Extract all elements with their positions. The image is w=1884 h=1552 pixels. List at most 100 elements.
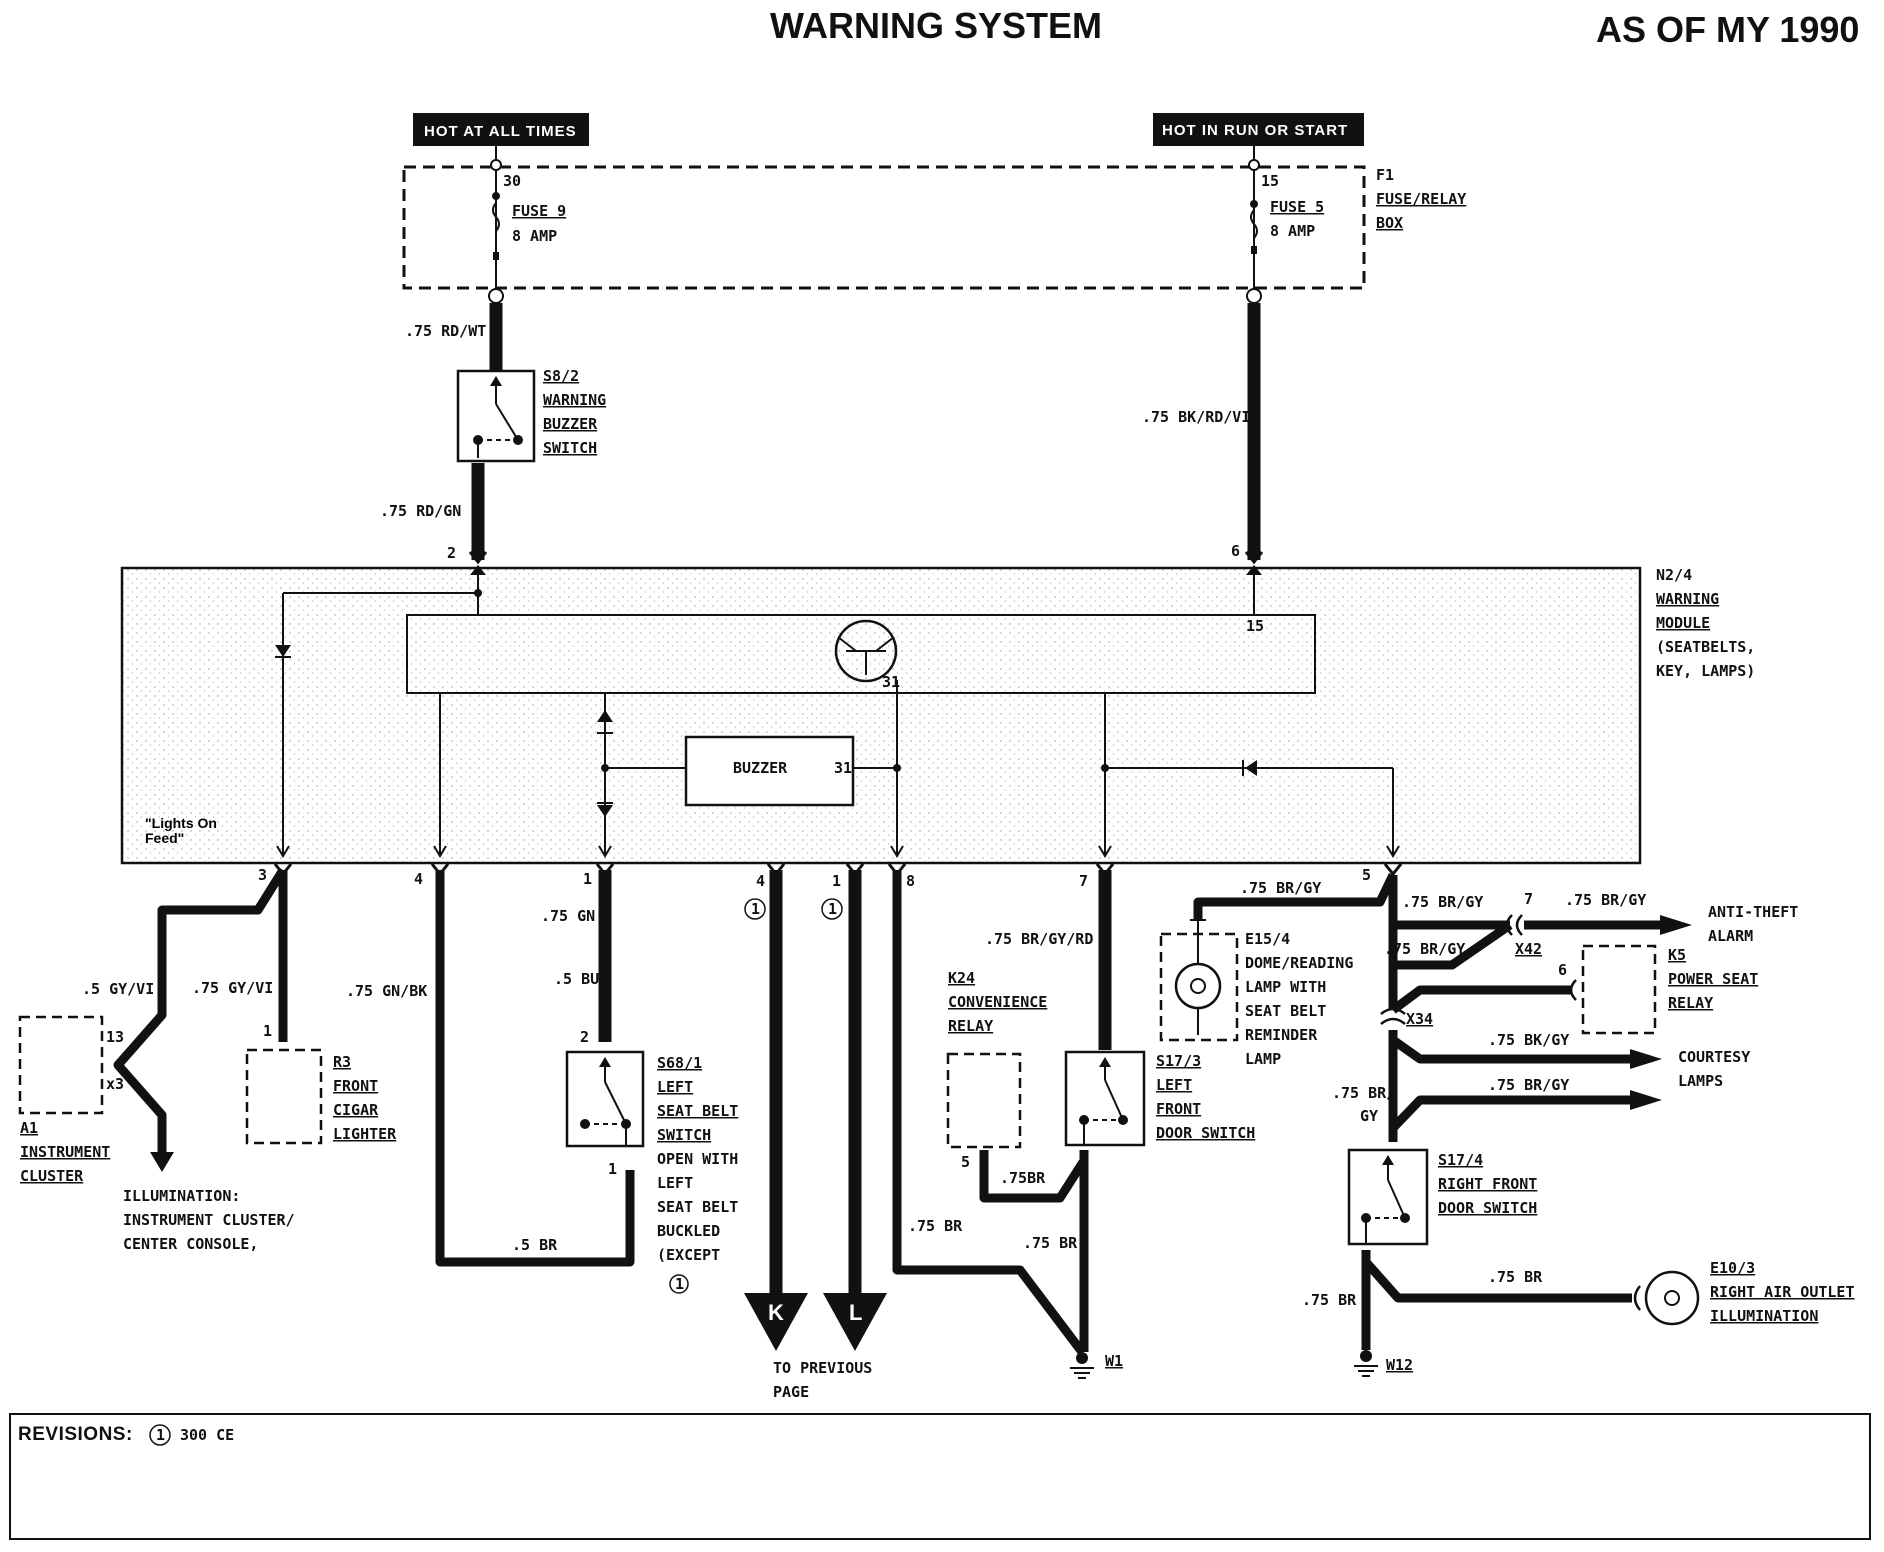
svg-text:ALARM: ALARM [1708, 927, 1753, 945]
svg-text:DOOR SWITCH: DOOR SWITCH [1438, 1199, 1537, 1217]
svg-text:DOME/READING: DOME/READING [1245, 954, 1353, 972]
svg-text:WARNING: WARNING [543, 391, 606, 409]
w12-label: W12 [1386, 1356, 1413, 1374]
wire-br-gy-split-label: .75 BR/ GY [1332, 1084, 1395, 1125]
pin-3-label: 3 [258, 866, 267, 884]
svg-text:LAMPS: LAMPS [1678, 1072, 1723, 1090]
svg-text:ILLUMINATION:: ILLUMINATION: [123, 1187, 240, 1205]
svg-text:LAMP: LAMP [1245, 1050, 1281, 1068]
svg-text:REMINDER: REMINDER [1245, 1026, 1318, 1044]
k24-label: K24 CONVENIENCE RELAY [948, 969, 1047, 1035]
svg-text:N2/4: N2/4 [1656, 566, 1692, 584]
svg-text:Feed": Feed" [145, 830, 184, 846]
fuse5-icon [1250, 209, 1258, 239]
e10-3-label: E10/3 RIGHT AIR OUTLET ILLUMINATION [1710, 1259, 1855, 1325]
pin-4-label: 4 [414, 870, 423, 888]
svg-text:RELAY: RELAY [948, 1017, 993, 1035]
svg-text:K24: K24 [948, 969, 975, 987]
svg-text:COURTESY: COURTESY [1678, 1048, 1750, 1066]
wire-br-gy-1-label: .75 BR/GY [1402, 893, 1483, 911]
svg-text:R3: R3 [333, 1053, 351, 1071]
fuse5-rating: 8 AMP [1270, 222, 1315, 240]
pin-15-label: 15 [1246, 617, 1264, 635]
svg-text:SEAT BELT: SEAT BELT [657, 1198, 738, 1216]
revision-marker-icon [821, 898, 843, 920]
wire-gy-vi-75-label: .75 GY/VI [192, 979, 273, 997]
wire-gn-bk-label: .75 GN/BK [346, 982, 427, 1000]
a1-pin13: 13 [106, 1028, 124, 1046]
svg-text:LEFT: LEFT [1156, 1076, 1192, 1094]
wire-rd-gn-label: .75 RD/GN [380, 502, 461, 520]
svg-text:WARNING: WARNING [1656, 590, 1719, 608]
front-cigar-lighter [245, 1048, 323, 1145]
revision-marker-icon [669, 1274, 689, 1294]
illumination-label: ILLUMINATION: INSTRUMENT CLUSTER/ CENTER… [123, 1187, 295, 1253]
svg-text:S17/4: S17/4 [1438, 1151, 1483, 1169]
diode-icon [597, 802, 613, 817]
wire-br-gy-top-label: .75 BR/GY [1240, 879, 1321, 897]
svg-text:OPEN WITH: OPEN WITH [657, 1150, 738, 1168]
svg-text:INSTRUMENT CLUSTER/: INSTRUMENT CLUSTER/ [123, 1211, 295, 1229]
a1-label: A1 INSTRUMENT CLUSTER [20, 1119, 110, 1185]
svg-text:SWITCH: SWITCH [543, 439, 597, 457]
svg-text:S17/3: S17/3 [1156, 1052, 1201, 1070]
svg-text:RIGHT FRONT: RIGHT FRONT [1438, 1175, 1537, 1193]
connector-l-icon [823, 1293, 887, 1351]
arrow-down-icon [150, 1152, 174, 1172]
arrow-right-icon [1660, 915, 1692, 935]
revision-marker-icon [149, 1424, 171, 1446]
air-outlet-lamp-icon [1644, 1270, 1700, 1326]
svg-text:E10/3: E10/3 [1710, 1259, 1755, 1277]
wire-bk-gy-label: .75 BK/GY [1488, 1031, 1569, 1049]
k24-pin5: 5 [961, 1153, 970, 1171]
svg-text:CLUSTER: CLUSTER [20, 1167, 84, 1185]
svg-text:SEAT BELT: SEAT BELT [657, 1102, 738, 1120]
revision-marker-k: 1 [751, 900, 760, 918]
x34-label: X34 [1406, 1010, 1433, 1028]
svg-text:CIGAR: CIGAR [333, 1101, 379, 1119]
fuse9-rating: 8 AMP [512, 227, 557, 245]
svg-text:RIGHT AIR OUTLET: RIGHT AIR OUTLET [1710, 1283, 1855, 1301]
wire-br-75-a-label: .75 BR [908, 1217, 963, 1235]
fuse-box-label: F1 FUSE/RELAY BOX [1376, 166, 1466, 232]
pin-6-label: 6 [1231, 542, 1240, 560]
svg-text:LEFT: LEFT [657, 1078, 693, 1096]
wire-br-e10 [1362, 1259, 1632, 1303]
pin-31-buzzer: 31 [834, 759, 852, 777]
svg-text:TO PREVIOUS: TO PREVIOUS [773, 1359, 872, 1377]
k5-pin6: 6 [1558, 961, 1567, 979]
svg-text:S8/2: S8/2 [543, 367, 579, 385]
wire-br-e10-label: .75 BR [1488, 1268, 1543, 1286]
wire-bu-label: .5 BU [554, 970, 599, 988]
model-year: AS OF MY 1990 [1596, 9, 1859, 50]
revision-marker-l: 1 [828, 900, 837, 918]
pin-31-transistor: 31 [882, 673, 900, 691]
arrow-right-icon [1630, 1090, 1662, 1110]
wire-k5 [1390, 985, 1572, 1014]
page-title: WARNING SYSTEM [770, 5, 1102, 46]
courtesy-lamps-label: COURTESY LAMPS [1678, 1048, 1750, 1090]
svg-text:ANTI-THEFT: ANTI-THEFT [1708, 903, 1798, 921]
svg-text:BUCKLED: BUCKLED [657, 1222, 720, 1240]
revision-text: 300 CE [180, 1426, 234, 1444]
wire-br-75-k24-label: .75BR [1000, 1169, 1046, 1187]
pin-4k-label: 4 [756, 872, 765, 890]
fuse9-icon [492, 202, 500, 232]
svg-text:CONVENIENCE: CONVENIENCE [948, 993, 1047, 1011]
wire-br-w12-label: .75 BR [1302, 1291, 1357, 1309]
s8-2-label: S8/2 WARNING BUZZER SWITCH [543, 367, 606, 457]
buzzer-label: BUZZER [733, 759, 788, 777]
svg-text:F1: F1 [1376, 166, 1394, 184]
connector-k-label: K [768, 1300, 784, 1325]
svg-text:K5: K5 [1668, 946, 1686, 964]
to-previous-page-label: TO PREVIOUS PAGE [773, 1359, 872, 1401]
power-seat-relay [1581, 944, 1657, 1035]
wire-br-75-a [892, 870, 1086, 1355]
svg-text:DOOR SWITCH: DOOR SWITCH [1156, 1124, 1255, 1142]
terminal-15: 15 [1261, 172, 1279, 190]
transistor-icon [834, 619, 898, 683]
r3-pin1: 1 [263, 1022, 272, 1040]
k5-label: K5 POWER SEAT RELAY [1668, 946, 1758, 1012]
wire-br-gy-3-label: .75 BR/GY [1384, 940, 1465, 958]
revision-marker-rev: 1 [156, 1426, 165, 1444]
